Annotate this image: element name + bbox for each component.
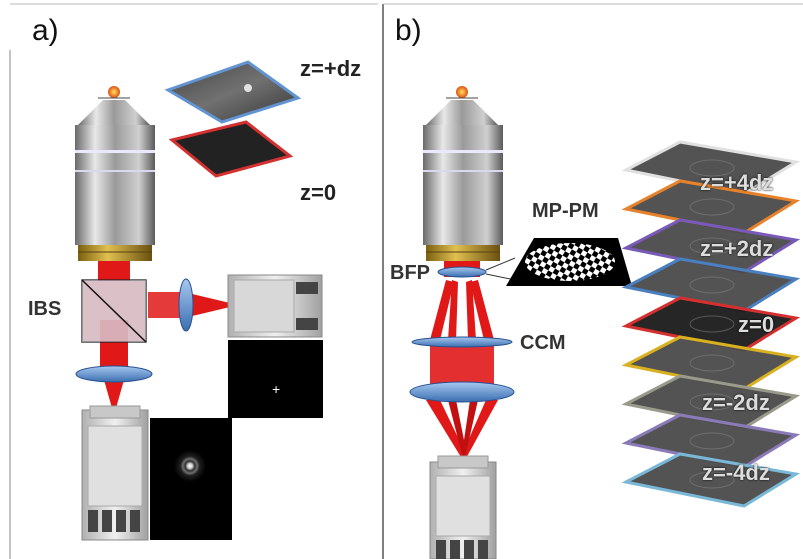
z-plus-2dz-label: z=+2dz xyxy=(700,236,774,261)
z-minus-2dz-label: z=-2dz xyxy=(702,390,770,415)
panel-a-beam xyxy=(98,261,230,408)
panel-a-bottom-image xyxy=(150,418,232,540)
psf-ring xyxy=(689,315,735,333)
psf-ring xyxy=(689,354,735,372)
psf-ring xyxy=(689,159,735,177)
panel-a-z-planes xyxy=(164,60,302,178)
bfp-label: BFP xyxy=(390,262,430,284)
psf-ring xyxy=(689,237,735,255)
panel-a-objective xyxy=(75,86,155,261)
panel-a-bottom-lens xyxy=(75,365,153,383)
psf-ring xyxy=(689,198,735,216)
psf-ring xyxy=(689,471,735,489)
panel-b-objective xyxy=(423,86,503,261)
ibs-beamsplitter xyxy=(81,279,147,343)
z-plane xyxy=(621,452,801,508)
psf-ring xyxy=(689,393,735,411)
z-minus-4dz-label: z=-4dz xyxy=(702,460,770,485)
ccm-element xyxy=(409,336,515,403)
z-plus-4dz-label: z=+4dz xyxy=(700,170,774,195)
panel-a-label: a) xyxy=(32,14,59,47)
mppm-label: MP-PM xyxy=(532,200,599,222)
z-zero-b-label: z=0 xyxy=(738,312,775,337)
psf-ring xyxy=(689,276,735,294)
ibs-label: IBS xyxy=(28,298,62,320)
ccm-label: CCM xyxy=(520,332,566,354)
z-stack-planes xyxy=(621,140,801,508)
z-plus-dz-label: z=+dz xyxy=(300,56,362,81)
z-zero-label: z=0 xyxy=(300,180,337,205)
psf-ring xyxy=(689,432,735,450)
panel-b-camera xyxy=(429,455,497,559)
mppm-mask xyxy=(506,238,632,286)
panel-b-beam xyxy=(426,261,498,462)
panel-a-side-camera xyxy=(227,274,323,338)
panel-a-side-lens xyxy=(178,278,194,332)
panel-b-label: b) xyxy=(395,14,422,47)
panel-a-bottom-camera xyxy=(81,405,149,541)
svg-text:+: + xyxy=(272,381,280,397)
panel-a-side-image: + xyxy=(228,340,323,418)
